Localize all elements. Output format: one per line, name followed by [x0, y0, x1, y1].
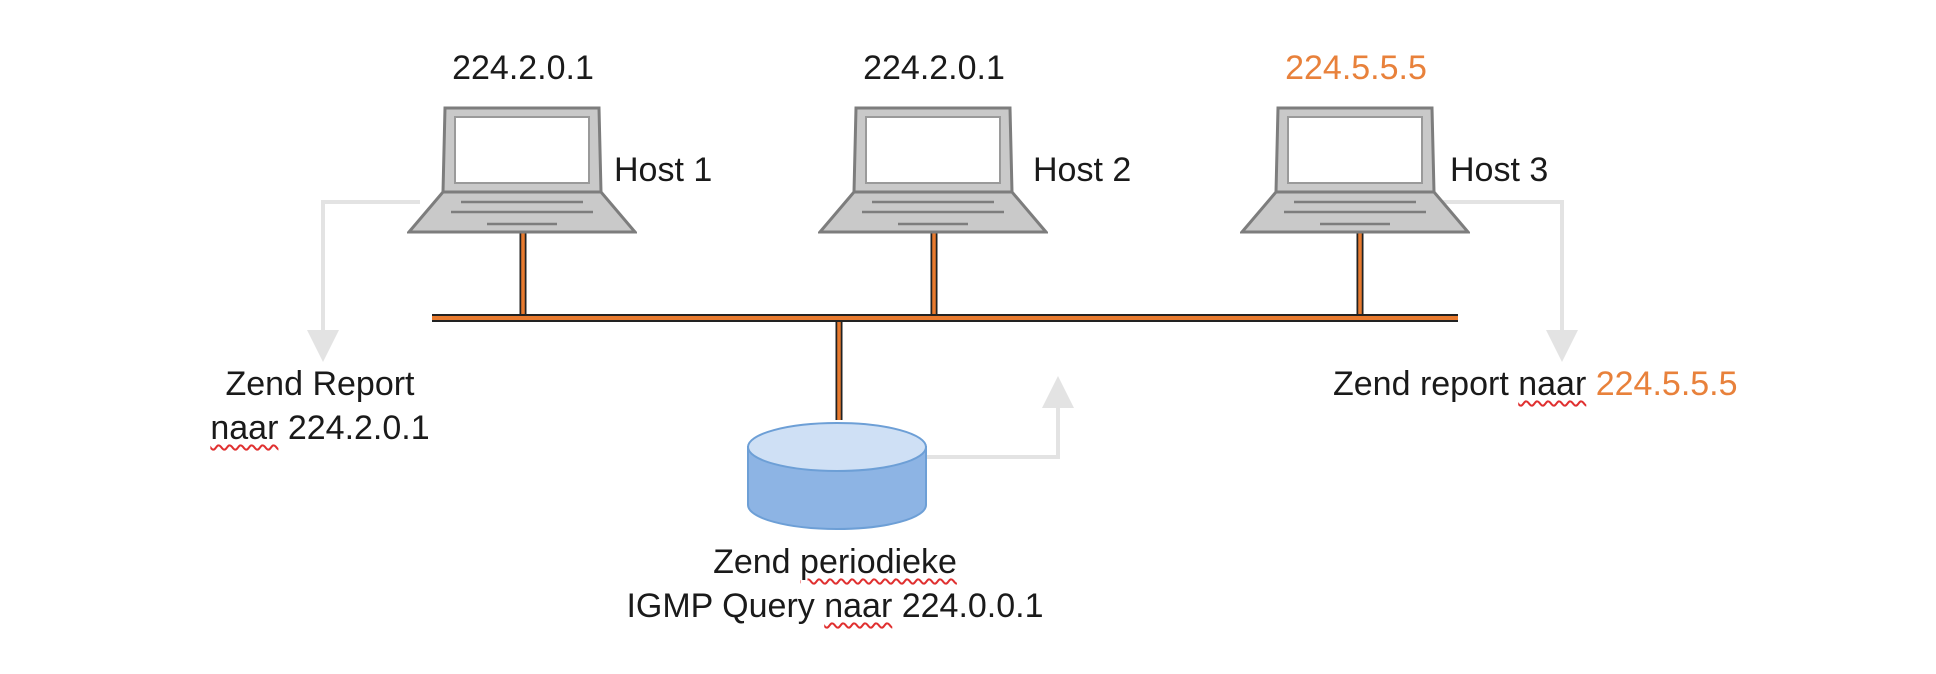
- host1-report-line1: Zend Report: [225, 365, 415, 403]
- host3-address: 224.5.5.5: [1285, 49, 1427, 87]
- host1-report-caption: Zend Report naar 224.2.0.1: [180, 362, 460, 450]
- host3-report-caption: Zend report naar 224.5.5.5: [1333, 365, 1738, 403]
- host3-report-arrow: [1440, 200, 1578, 362]
- host2-name: Host 2: [1033, 151, 1132, 189]
- laptop-icon-host2: [818, 106, 1048, 234]
- host1-address: 224.2.0.1: [452, 49, 594, 87]
- router-caption: Zend periodieke IGMP Query naar 224.0.0.…: [560, 540, 1110, 628]
- host3-name: Host 3: [1450, 151, 1549, 189]
- router-caption-line1: Zend periodieke: [713, 543, 957, 581]
- router-caption-line2: IGMP Query naar 224.0.0.1: [626, 587, 1044, 626]
- host2-address: 224.2.0.1: [863, 49, 1005, 87]
- query-arrow: [925, 376, 1074, 459]
- laptop-icon-host1: [407, 106, 637, 234]
- host1-report-line2: naar 224.2.0.1: [210, 409, 430, 448]
- laptop-icon-host3: [1240, 106, 1470, 234]
- host1-name: Host 1: [614, 151, 713, 189]
- host1-report-arrow: [307, 200, 420, 362]
- router-icon: [747, 422, 927, 530]
